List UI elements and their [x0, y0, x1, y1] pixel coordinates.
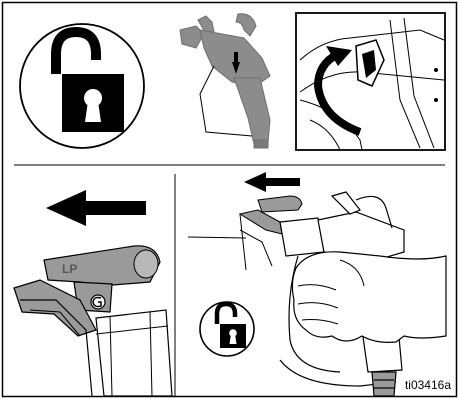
- small-arrow-left-icon: [244, 172, 300, 192]
- spray-line: [188, 237, 246, 238]
- tip-guard-lp-icon: LP: [14, 246, 172, 396]
- guard-label: LP: [62, 262, 77, 276]
- hand-illustration: [292, 252, 446, 343]
- spray-gun-trigger-icon: [180, 14, 270, 148]
- trigger-lock-detail: [296, 13, 445, 150]
- arrow-left-icon: [46, 190, 146, 226]
- unlock-padlock-icon: [20, 24, 144, 148]
- small-unlock-padlock-icon: [200, 302, 254, 356]
- figure-id-label: ti03416a: [405, 378, 451, 392]
